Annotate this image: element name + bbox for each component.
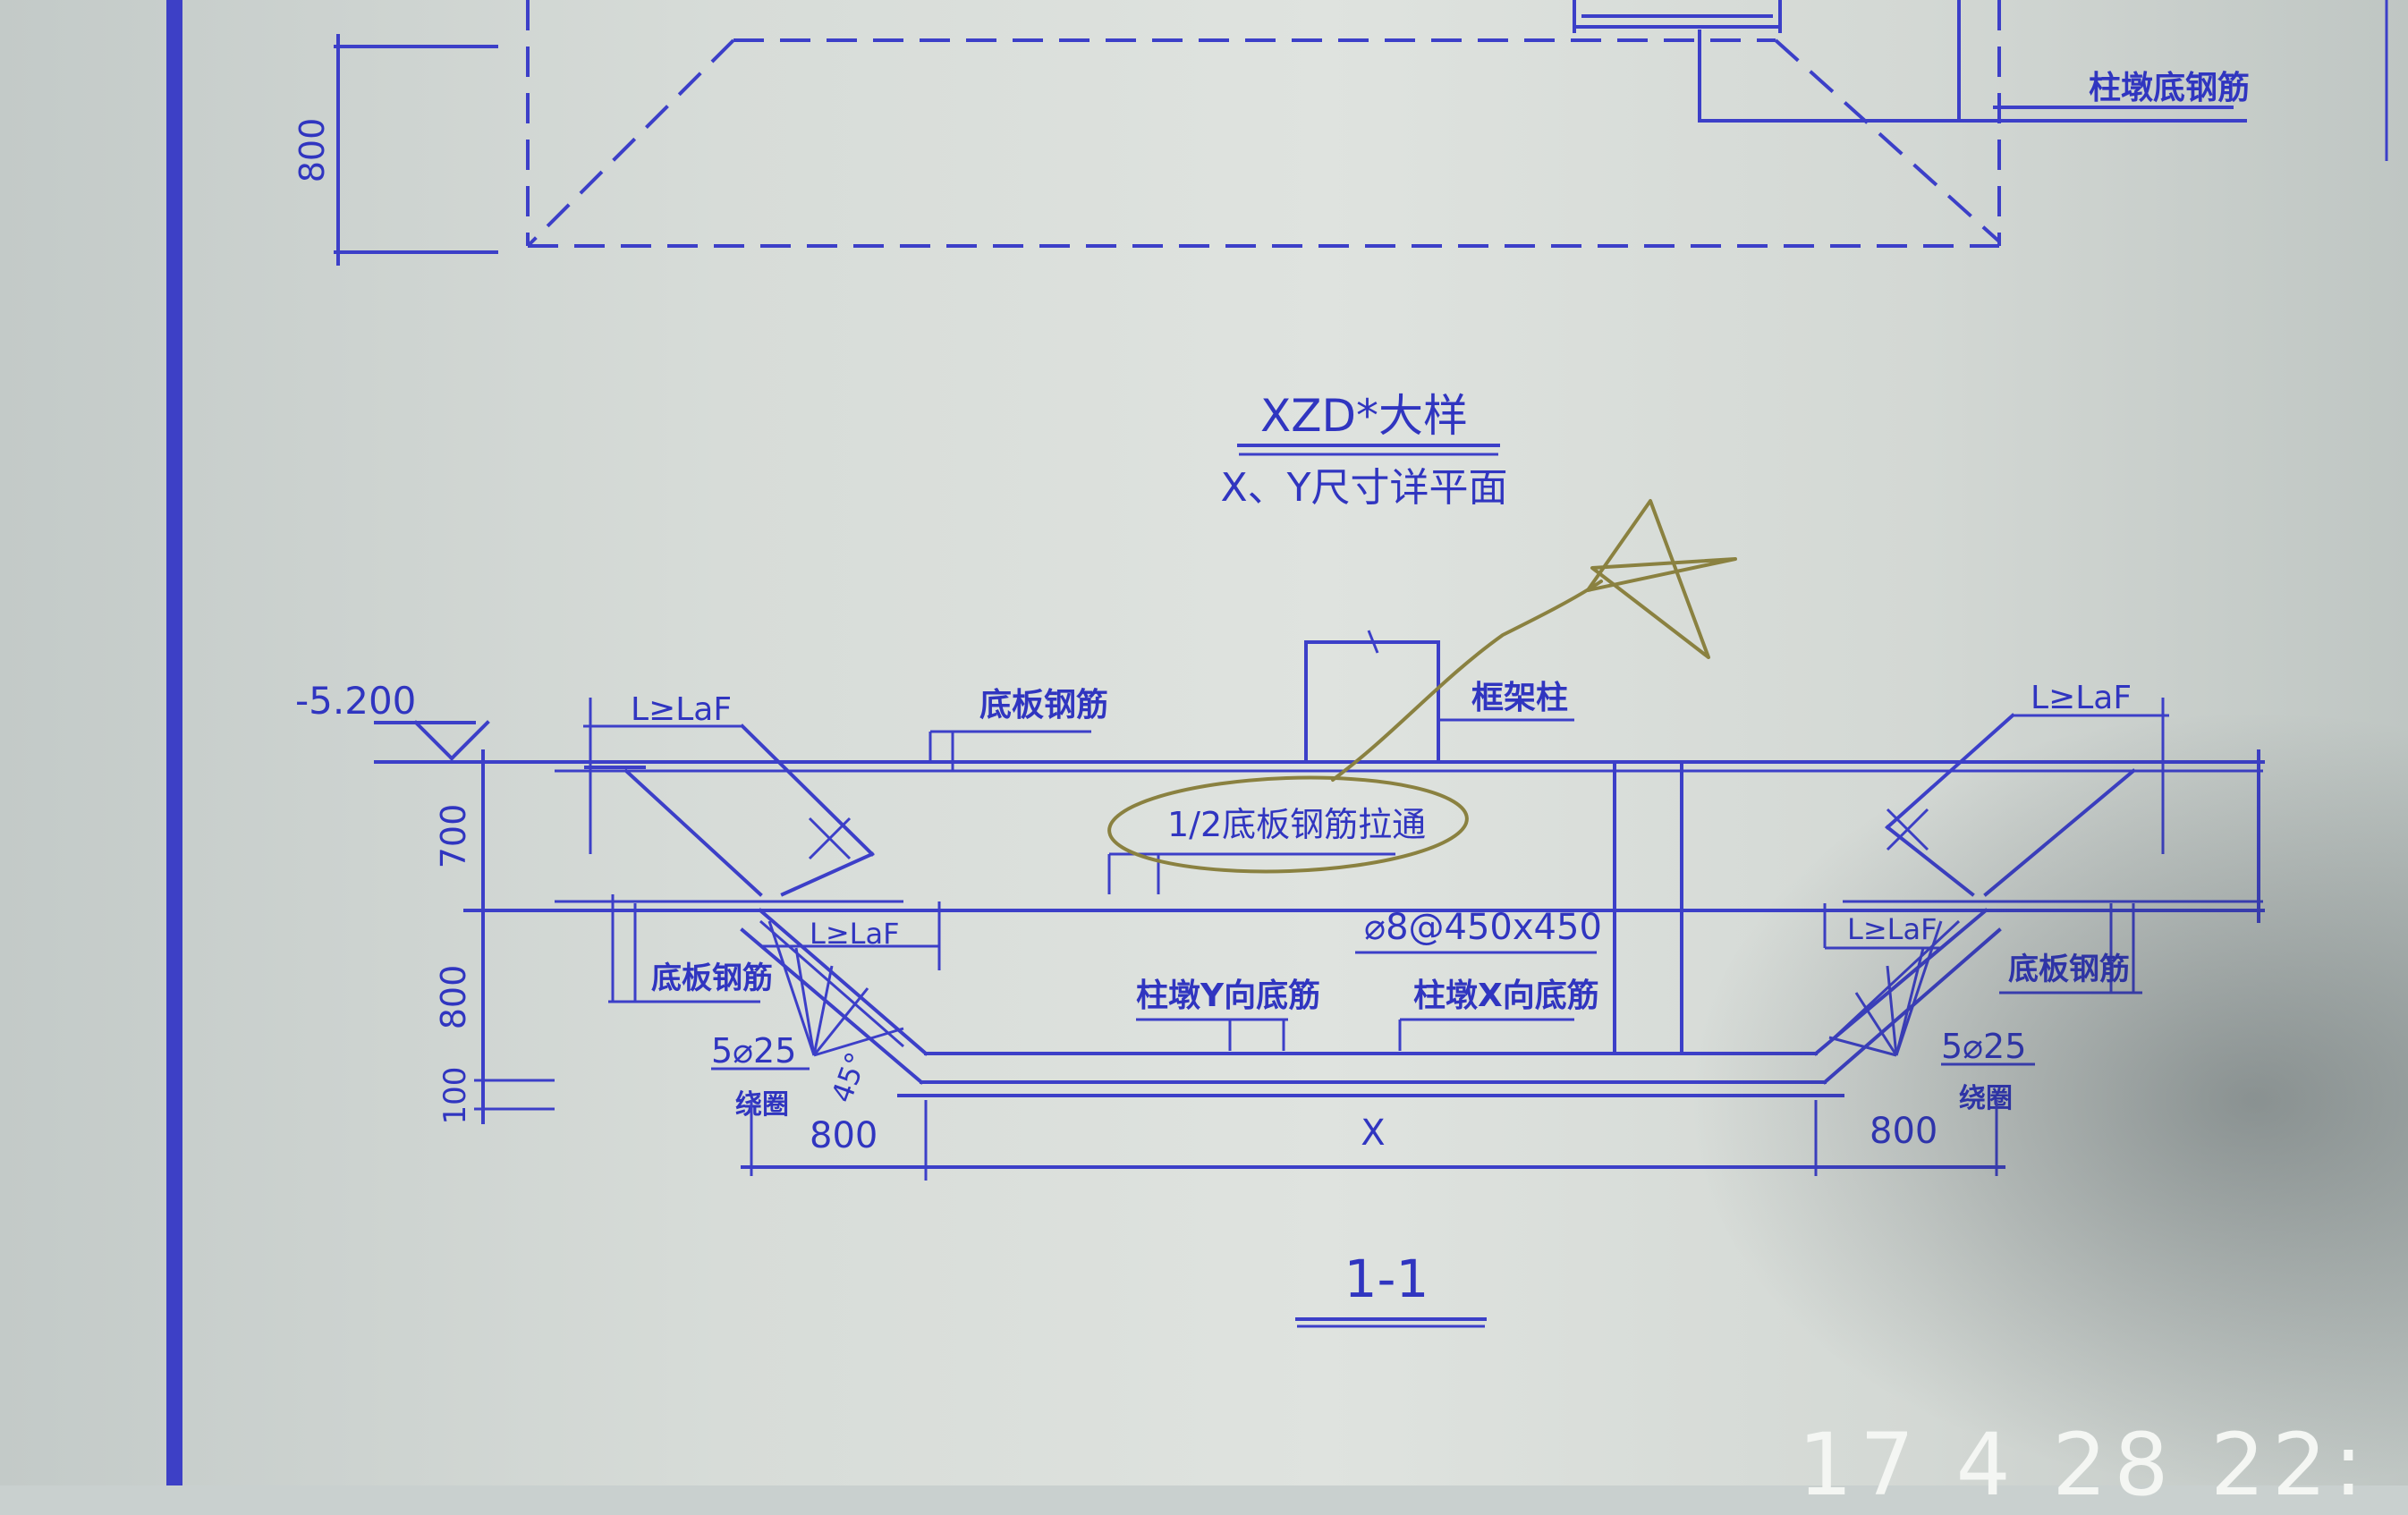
section-label: 1-1 (1344, 1248, 1429, 1309)
dim-x: X (1361, 1113, 1385, 1154)
label-bottom-slab-rebar-right: 底板钢筋 (2008, 952, 2130, 987)
label-lap-left: L≥LaF (631, 691, 732, 728)
label-pier-bottom-rebar: 柱墩底钢筋 (2089, 70, 2250, 106)
pencil-arrow-line (1331, 580, 1603, 782)
dim-100: 100 (437, 1067, 473, 1125)
sheet-border-left (166, 0, 182, 1485)
pencil-star-icon (1586, 499, 1737, 659)
elevation-label: -5.200 (295, 679, 416, 723)
label-pier-x-bottom-rebar: 柱墩X向底筋 (1413, 978, 1599, 1014)
label-bottom-slab-rebar-top: 底板钢筋 (979, 687, 1108, 724)
label-tie-bars: ⌀8@450x450 (1364, 907, 1602, 948)
title-sub: X、Y尺寸详平面 (1220, 465, 1507, 511)
top-dim-800: 800 (293, 118, 332, 183)
label-pier-y-bottom-rebar: 柱墩Y向底筋 (1136, 978, 1320, 1014)
photo-timestamp: 17 4 28 22: (1798, 1415, 2370, 1515)
label-lap-right: L≥LaF (2031, 680, 2132, 716)
label-left-bars: 5⌀25 (711, 1031, 796, 1071)
label-angle: 45° (825, 1047, 874, 1106)
dim-700: 700 (434, 804, 473, 869)
dim-800-left: 800 (810, 1115, 878, 1156)
title-main: XZD*大样 (1260, 390, 1468, 442)
label-bottom-slab-rebar-left: 底板钢筋 (651, 961, 773, 996)
label-right-bars-note: 绕圈 (1959, 1083, 2013, 1114)
label-frame-column: 框架柱 (1471, 680, 1568, 716)
pencil-circle (1107, 775, 1469, 874)
label-left-bars-note: 绕圈 (735, 1089, 789, 1121)
label-lap-lower-left: L≥LaF (810, 917, 899, 951)
detail-title: XZD*大样 X、Y尺寸详平面 (1220, 390, 1507, 511)
label-half-slab-rebar: 1/2底板钢筋拉通 (1167, 805, 1426, 844)
label-lap-lower-right: L≥LaF (1847, 912, 1937, 946)
section-1-1: -5.200 框架柱 底板钢筋 1/2底板钢筋拉通 L≥LaF (295, 630, 2265, 1328)
pencil-annotation (1107, 499, 1737, 874)
label-right-bars: 5⌀25 (1941, 1027, 2026, 1066)
dim-800-right: 800 (1870, 1111, 1937, 1152)
top-detail: 800 柱墩底钢筋 (293, 0, 2250, 266)
dim-800-vertical: 800 (434, 965, 473, 1030)
